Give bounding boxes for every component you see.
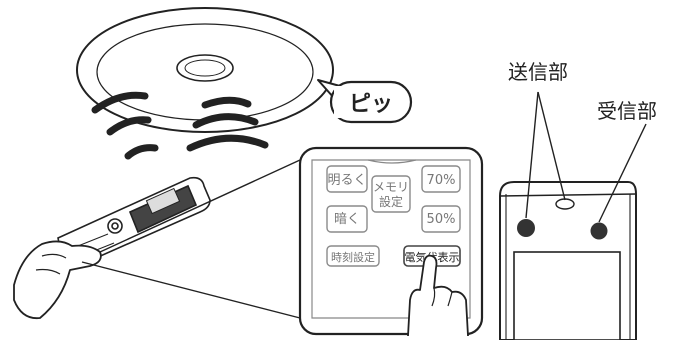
transmitter-sensor: [517, 219, 535, 237]
hand-illustration: [13, 240, 102, 320]
brighter-button[interactable]: 明るく: [326, 165, 368, 193]
clock-setting-button[interactable]: 時刻設定: [326, 245, 380, 267]
brighter-label: 明るく: [327, 173, 366, 188]
label-leaders: [525, 91, 647, 223]
zoom-lines: [81, 159, 301, 319]
memory-label-line1: メモリ: [373, 180, 409, 194]
center-led: [555, 198, 575, 210]
clock-setting-label: 時刻設定: [331, 250, 375, 264]
darker-button[interactable]: 暗く: [326, 205, 368, 233]
receiver-label: 受信部: [597, 99, 657, 123]
receiver-unit: [499, 181, 637, 340]
pressing-finger: [407, 254, 469, 337]
pct70-label: 70%: [427, 173, 456, 188]
darker-label: 暗く: [334, 212, 360, 227]
signal-waves: [91, 91, 269, 160]
beep-text: ピッ: [349, 92, 393, 117]
receiver-sensor: [590, 222, 608, 240]
memory-label-line2: 設定: [379, 194, 403, 209]
transmitter-label: 送信部: [508, 60, 568, 84]
pct50-button[interactable]: 50%: [421, 205, 461, 233]
pct70-button[interactable]: 70%: [421, 165, 461, 193]
pct50-label: 50%: [427, 212, 456, 227]
memory-setting-button[interactable]: メモリ 設定: [371, 175, 411, 213]
ceiling-light: [76, 7, 334, 133]
beep-bubble: ピッ: [317, 79, 413, 124]
